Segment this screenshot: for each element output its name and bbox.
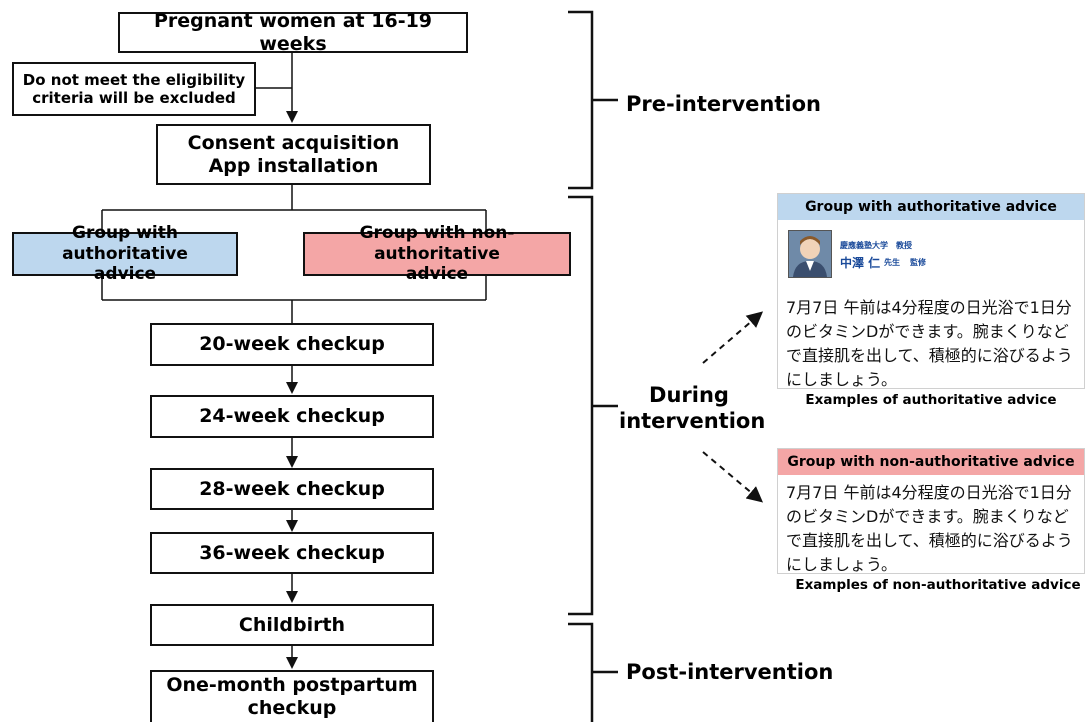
authoritative-example-card: Group with authoritative advice 慶應義塾大学 教… (777, 193, 1085, 389)
non-authoritative-example-caption: Examples of non-authoritative advice (795, 577, 1081, 593)
group-non-authoritative-box: Group with non-authoritative advice (303, 223, 571, 284)
group-authoritative-box: Group with authoritative advice (12, 223, 238, 284)
start-box: Pregnant women at 16-19 weeks (118, 9, 468, 55)
start-label: Pregnant women at 16-19 weeks (153, 9, 433, 55)
authoritative-example-header: Group with authoritative advice (778, 194, 1084, 220)
checkup-28-box: 28-week checkup (150, 468, 434, 510)
during-intervention-bracket (568, 195, 594, 616)
supervisor-role: 監修 (910, 258, 926, 267)
checkup-28-label: 28-week checkup (199, 477, 385, 500)
dashed-arrow-non-authoritative (702, 451, 764, 503)
consent-box: Consent acquisition App installation (156, 124, 431, 185)
supervisor-avatar (788, 230, 832, 278)
authoritative-example-caption: Examples of authoritative advice (805, 392, 1057, 408)
postpartum-box: One-month postpartum checkup (150, 670, 434, 722)
postpartum-label: One-month postpartum checkup (166, 674, 418, 719)
group-authoritative-label: Group with authoritative advice (62, 223, 188, 285)
exclusion-box: Do not meet the eligibility criteria wil… (12, 62, 256, 116)
non-authoritative-advice-message: 7月7日 午前は4分程度の日光浴で1日分のビタミンDができます。腕まくりなどで直… (786, 483, 1073, 574)
childbirth-label: Childbirth (238, 613, 346, 636)
non-authoritative-example-card: Group with non-authoritative advice 7月7日… (777, 448, 1085, 574)
pre-intervention-bracket (568, 10, 594, 190)
group-non-authoritative-label: Group with non-authoritative advice (359, 223, 515, 285)
checkup-20-label: 20-week checkup (199, 333, 385, 356)
exclusion-label: Do not meet the eligibility criteria wil… (22, 71, 246, 107)
pre-intervention-label: Pre-intervention (626, 92, 821, 116)
during-intervention-label: During intervention (619, 383, 766, 434)
consent-label: Consent acquisition App installation (187, 131, 400, 177)
post-intervention-label: Post-intervention (626, 660, 834, 684)
post-intervention-bracket (568, 622, 594, 722)
supervisor-affiliation: 慶應義塾大学 教授 (840, 241, 912, 250)
checkup-20-box: 20-week checkup (150, 323, 434, 366)
checkup-24-label: 24-week checkup (199, 405, 385, 428)
checkup-36-box: 36-week checkup (150, 532, 434, 574)
checkup-24-box: 24-week checkup (150, 395, 434, 438)
checkup-36-label: 36-week checkup (199, 541, 385, 564)
authoritative-advice-message: 7月7日 午前は4分程度の日光浴で1日分のビタミンDができます。腕まくりなどで直… (786, 298, 1073, 389)
dashed-arrow-authoritative (702, 311, 764, 364)
supervisor-honorific: 先生 (884, 258, 900, 267)
person-icon (793, 236, 827, 277)
childbirth-box: Childbirth (150, 604, 434, 646)
supervisor-name: 中澤 仁 (840, 256, 881, 270)
non-authoritative-example-header: Group with non-authoritative advice (778, 449, 1084, 475)
